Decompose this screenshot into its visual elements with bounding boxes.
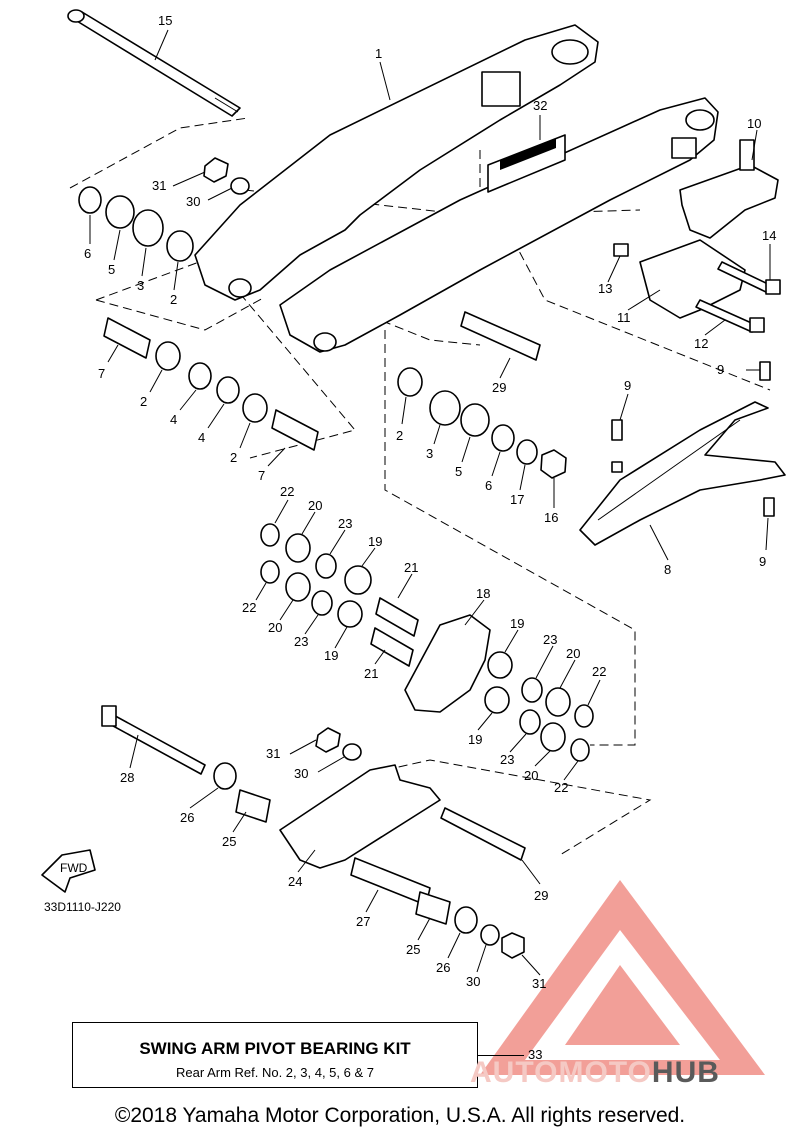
callout-19-a: 19 (368, 534, 382, 549)
callout-30-mid: 30 (294, 766, 308, 781)
callout-3-right: 3 (426, 446, 433, 461)
callout-22-d: 22 (554, 780, 568, 795)
callout-26-b: 26 (436, 960, 450, 975)
label-sticker-part (487, 134, 566, 193)
callout-4-b: 4 (198, 430, 205, 445)
callout-3-left: 3 (137, 278, 144, 293)
callout-25-b: 25 (406, 942, 420, 957)
callout-31-bottom: 31 (532, 976, 546, 991)
callout-leader-lines (89, 29, 771, 976)
callout-1: 1 (375, 46, 382, 61)
callout-7-right: 7 (258, 468, 265, 483)
callout-5-left: 5 (108, 262, 115, 277)
callout-31-mid: 31 (266, 746, 280, 761)
drawing-code: 33D1110-J220 (44, 900, 121, 914)
callout-2-right: 2 (396, 428, 403, 443)
callout-2-mid-a: 2 (140, 394, 147, 409)
connecting-rod-parts (101, 705, 526, 959)
callout-20-d: 20 (524, 768, 538, 783)
callout-5-right: 5 (455, 464, 462, 479)
watermark-text-part1: AUTOMOTO (470, 1056, 652, 1089)
callout-17: 17 (510, 492, 524, 507)
callout-4-a: 4 (170, 412, 177, 427)
callout-22-a: 22 (280, 484, 294, 499)
callout-12: 12 (694, 336, 708, 351)
callout-23-d: 23 (500, 752, 514, 767)
callout-23-a: 23 (338, 516, 352, 531)
callout-21-b: 21 (364, 666, 378, 681)
callout-22-c: 22 (592, 664, 606, 679)
callout-14: 14 (762, 228, 776, 243)
callout-10: 10 (747, 116, 761, 131)
callout-11: 11 (617, 310, 631, 325)
callout-19-c: 19 (510, 616, 524, 631)
callout-19-d: 19 (468, 732, 482, 747)
watermark-logo-icon (480, 880, 765, 1075)
bracket-part (639, 239, 746, 319)
kit-ref-number: 33 (528, 1047, 543, 1062)
callout-7-left: 7 (98, 366, 105, 381)
callout-16: 16 (544, 510, 558, 525)
callout-23-c: 23 (543, 632, 557, 647)
callout-21-a: 21 (404, 560, 418, 575)
callout-8: 8 (664, 562, 671, 577)
callout-20-b: 20 (268, 620, 282, 635)
bearing-kit-note: SWING ARM PIVOT BEARING KIT Rear Arm Ref… (72, 1022, 478, 1088)
callout-18: 18 (476, 586, 490, 601)
callout-9-b: 9 (624, 378, 631, 393)
callout-2-mid-b: 2 (230, 450, 237, 465)
kit-leader-line (478, 1055, 524, 1056)
callout-6-left: 6 (84, 246, 91, 261)
fwd-label: FWD (60, 861, 88, 875)
kit-subtitle: Rear Arm Ref. No. 2, 3, 4, 5, 6 & 7 (176, 1065, 374, 1080)
screw-parts (611, 361, 775, 517)
callout-32: 32 (533, 98, 547, 113)
relay-arm-bearing-parts (260, 523, 594, 762)
callout-28: 28 (120, 770, 134, 785)
watermark-text-part2: HUB (651, 1056, 720, 1089)
chain-guide-part (679, 139, 779, 239)
callout-9-c: 9 (759, 554, 766, 569)
callout-numbers: 15 1 32 10 14 13 11 12 31 30 6 5 3 2 7 2… (84, 13, 776, 991)
callout-22-b: 22 (242, 600, 256, 615)
callout-20-c: 20 (566, 646, 580, 661)
callout-20-a: 20 (308, 498, 322, 513)
copyright-notice: ©2018 Yamaha Motor Corporation, U.S.A. A… (114, 1104, 686, 1127)
callout-23-b: 23 (294, 634, 308, 649)
watermark-text: AUTOMOTOHUB (470, 1056, 720, 1090)
callout-31-top: 31 (152, 178, 166, 193)
middle-spacer-bearing-parts (103, 317, 319, 451)
forward-direction-icon: FWD (41, 849, 96, 893)
callout-19-b: 19 (324, 648, 338, 663)
pivot-shaft-part (67, 9, 241, 117)
bolt-parts (613, 243, 781, 333)
right-pivot-bearing-parts (397, 311, 567, 479)
callout-30-bottom: 30 (466, 974, 480, 989)
left-pivot-bearing-parts (78, 157, 250, 262)
callout-25-a: 25 (222, 834, 236, 849)
kit-title: SWING ARM PIVOT BEARING KIT (139, 1039, 411, 1058)
callout-13: 13 (598, 281, 612, 296)
callout-9-a: 9 (717, 362, 724, 377)
callout-24: 24 (288, 874, 302, 889)
callout-30-top: 30 (186, 194, 200, 209)
callout-29-top: 29 (492, 380, 506, 395)
callout-6-right: 6 (485, 478, 492, 493)
callout-15: 15 (158, 13, 172, 28)
callout-2-left: 2 (170, 292, 177, 307)
callout-29-bottom: 29 (534, 888, 548, 903)
chain-slider-part (579, 401, 786, 546)
callout-27: 27 (356, 914, 370, 929)
callout-26-a: 26 (180, 810, 194, 825)
